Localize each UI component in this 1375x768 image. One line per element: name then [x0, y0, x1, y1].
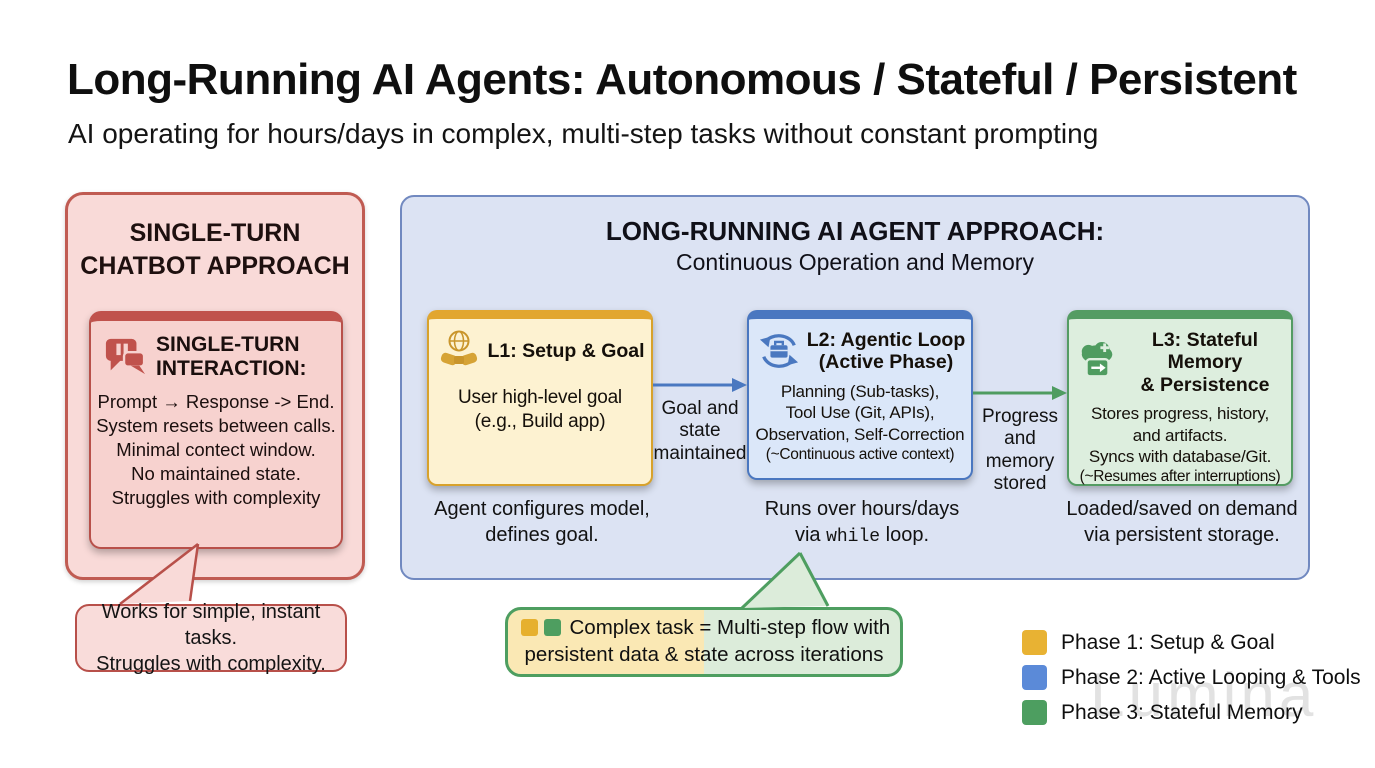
agent-panel-subheading: Continuous Operation and Memory — [676, 249, 1034, 275]
phase2-color-icon — [1022, 665, 1047, 690]
single-turn-interaction-body: Prompt → Response -> End. System resets … — [96, 391, 336, 509]
phase3-color-icon — [1022, 700, 1047, 725]
page-subtitle: AI operating for hours/days in complex, … — [68, 118, 1099, 149]
stage-box-l2: L2: Agentic Loop (Active Phase) Planning… — [747, 310, 973, 480]
stage-body-l2: Planning (Sub-tasks), Tool Use (Git, API… — [755, 381, 965, 444]
stage-title-l1: L1: Setup & Goal — [487, 339, 645, 362]
legend-row-phase2: Phase 2: Active Looping & Tools — [1022, 665, 1361, 690]
arrow-l1-to-l2 — [653, 377, 748, 393]
stage-title-l2: L2: Agentic Loop (Active Phase) — [806, 329, 966, 374]
stage-caption-l2: Runs over hours/days via while loop. — [764, 498, 960, 547]
legend: Phase 1: Setup & Goal Phase 2: Active Lo… — [1022, 630, 1361, 735]
complex-task-callout: Complex task = Multi-step flow with pers… — [505, 607, 903, 677]
single-turn-panel: SINGLE-TURN CHATBOT APPROACH SINGLE-TURN… — [65, 192, 365, 580]
legend-label-phase2: Phase 2: Active Looping & Tools — [1061, 665, 1361, 689]
stage-title-l3: L3: Stateful Memory & Persistence — [1140, 329, 1270, 396]
single-turn-interaction-card: SINGLE-TURN INTERACTION: Prompt → Respon… — [89, 311, 343, 549]
loop-refresh-briefcase-icon — [757, 331, 801, 371]
legend-label-phase3: Phase 3: Stateful Memory — [1061, 700, 1303, 724]
legend-row-phase1: Phase 1: Setup & Goal — [1022, 630, 1361, 655]
complex-task-line1: Complex task = Multi-step flow with — [518, 615, 890, 642]
arrow-label-progress-memory: Progress and memory stored — [981, 406, 1059, 495]
single-turn-interaction-title: SINGLE-TURN INTERACTION: — [156, 333, 307, 381]
phase3-swatch-icon — [543, 619, 561, 637]
stage-note-l2: (~Continuous active context) — [765, 446, 955, 464]
phase1-swatch-icon — [520, 619, 538, 637]
legend-row-phase3: Phase 3: Stateful Memory — [1022, 700, 1361, 725]
handshake-globe-icon — [437, 329, 481, 373]
while-keyword: while — [826, 526, 881, 547]
page-title: Long-Running AI Agents: Autonomous / Sta… — [67, 55, 1297, 104]
stage-caption-l1: Agent configures model, defines goal. — [434, 498, 650, 546]
watermark: Lumina — [1090, 661, 1318, 730]
legend-label-phase1: Phase 1: Setup & Goal — [1061, 630, 1275, 654]
stage-box-l3: L3: Stateful Memory & Persistence Stores… — [1067, 310, 1293, 486]
arrow-label-goal-state: Goal and state maintained — [653, 398, 747, 464]
cloud-sync-icon — [1077, 341, 1119, 385]
green-callout-tail — [735, 548, 840, 612]
single-turn-heading: SINGLE-TURN CHATBOT APPROACH — [80, 219, 350, 280]
stage-caption-l3: Loaded/saved on demand via persistent st… — [1066, 498, 1298, 546]
phase1-color-icon — [1022, 630, 1047, 655]
red-callout-tail — [110, 540, 220, 610]
agent-panel-heading: LONG-RUNNING AI AGENT APPROACH: — [605, 216, 1105, 246]
stage-note-l3: (~Resumes after interruptions) — [1079, 468, 1281, 486]
chat-pause-icon — [103, 336, 147, 378]
single-turn-callout: Works for simple, instant tasks. Struggl… — [75, 601, 347, 675]
stage-body-l3: Stores progress, history, and artifacts.… — [1088, 404, 1272, 467]
arrow-l2-to-l3 — [973, 385, 1068, 401]
stage-body-l1: User high-level goal (e.g., Build app) — [458, 387, 622, 432]
stage-box-l1: L1: Setup & Goal User high-level goal (e… — [427, 310, 653, 486]
long-running-agent-panel: LONG-RUNNING AI AGENT APPROACH: Continuo… — [400, 195, 1310, 580]
complex-task-line2: persistent data & state across iteration… — [524, 643, 884, 666]
